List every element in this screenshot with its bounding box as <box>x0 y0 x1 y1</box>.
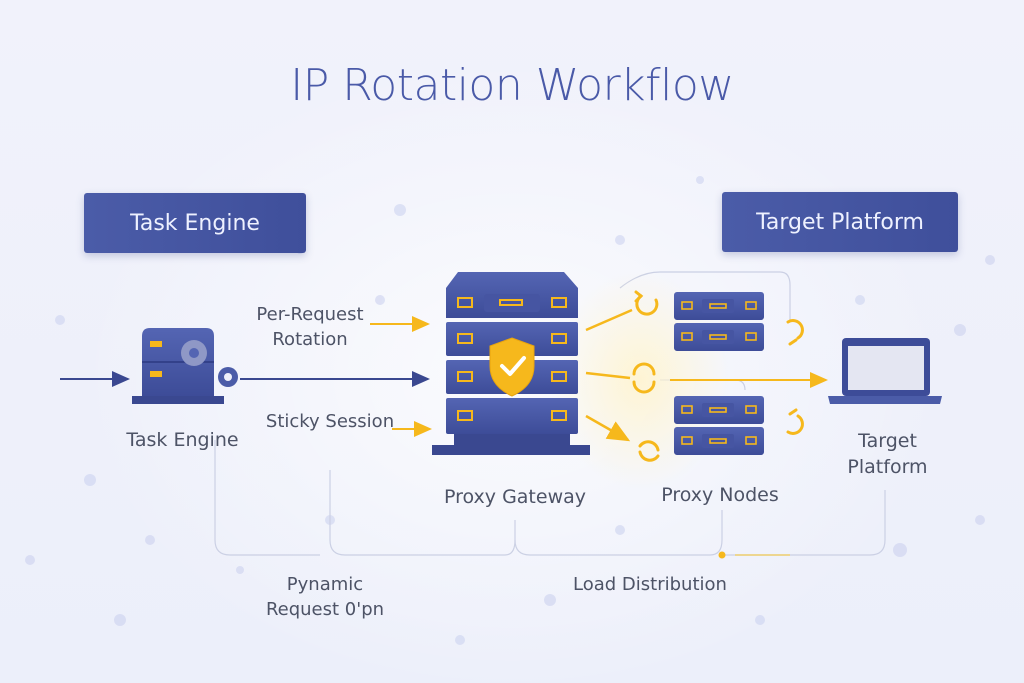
server-shield-icon <box>432 272 590 455</box>
rotate-icon <box>786 408 804 435</box>
rotate-icon <box>634 290 659 316</box>
dynamic-line1: Pynamic <box>286 574 364 595</box>
server-gear-icon <box>132 328 238 404</box>
rotate-icon <box>786 319 804 346</box>
gateway-to-node2-arrow <box>585 414 631 442</box>
rotate-icon <box>638 440 660 462</box>
per-request-rotation-label: Per-Request Rotation <box>240 302 380 352</box>
sticky-session-label: Sticky Session <box>265 411 395 432</box>
server-stack-icon <box>674 292 764 455</box>
per-request-line1: Per-Request <box>256 304 364 325</box>
target-platform-label-line2: Platform <box>847 456 928 478</box>
gateway-to-node1-arrow <box>585 308 633 332</box>
load-distribution-label: Load Distribution <box>573 574 727 595</box>
laptop-icon <box>828 338 942 404</box>
rotate-icon <box>632 362 656 394</box>
proxy-gateway-label: Proxy Gateway <box>443 486 587 508</box>
dynamic-line2: Request 0'pn <box>265 599 385 620</box>
target-platform-label-line1: Target <box>858 430 917 452</box>
page-title: IP Rotation Workflow <box>290 60 734 111</box>
gateway-to-center-arrow <box>585 371 631 380</box>
target-platform-label: Target Platform <box>830 428 945 480</box>
task-engine-label: Task Engine <box>126 429 239 451</box>
proxy-nodes-label: Proxy Nodes <box>661 484 779 506</box>
header-box-target-platform: Target Platform <box>722 192 958 252</box>
header-box-task-engine: Task Engine <box>84 193 306 253</box>
per-request-line2: Rotation <box>272 329 348 350</box>
dynamic-request-label: Pynamic Request 0'pn <box>250 572 400 622</box>
background-dots <box>25 176 995 645</box>
junction-dot <box>718 551 726 559</box>
